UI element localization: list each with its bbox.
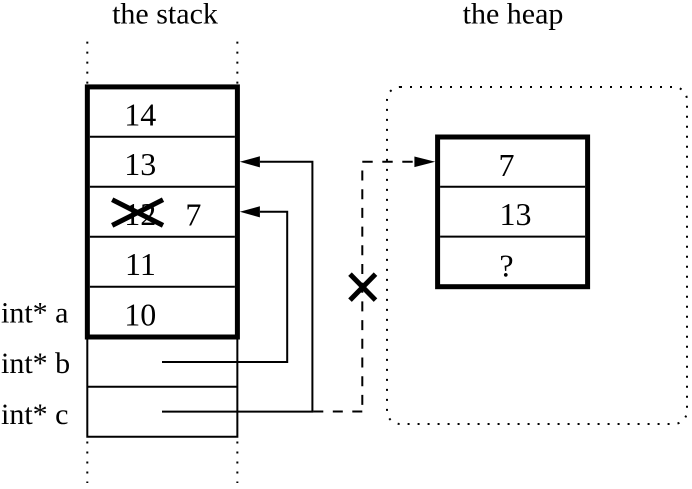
svg-text:7: 7: [185, 197, 201, 233]
svg-text:10: 10: [124, 297, 156, 333]
svg-text:7: 7: [499, 147, 515, 183]
svg-text:13: 13: [500, 196, 532, 232]
svg-text:int* b: int* b: [1, 347, 70, 380]
svg-text:int* a: int* a: [1, 297, 69, 330]
svg-text:?: ?: [499, 248, 513, 284]
svg-text:int* c: int* c: [1, 398, 69, 431]
svg-text:13: 13: [124, 146, 156, 182]
svg-text:the heap: the heap: [463, 0, 564, 30]
svg-text:11: 11: [125, 246, 156, 282]
svg-text:14: 14: [124, 96, 156, 132]
svg-text:the stack: the stack: [112, 0, 218, 30]
